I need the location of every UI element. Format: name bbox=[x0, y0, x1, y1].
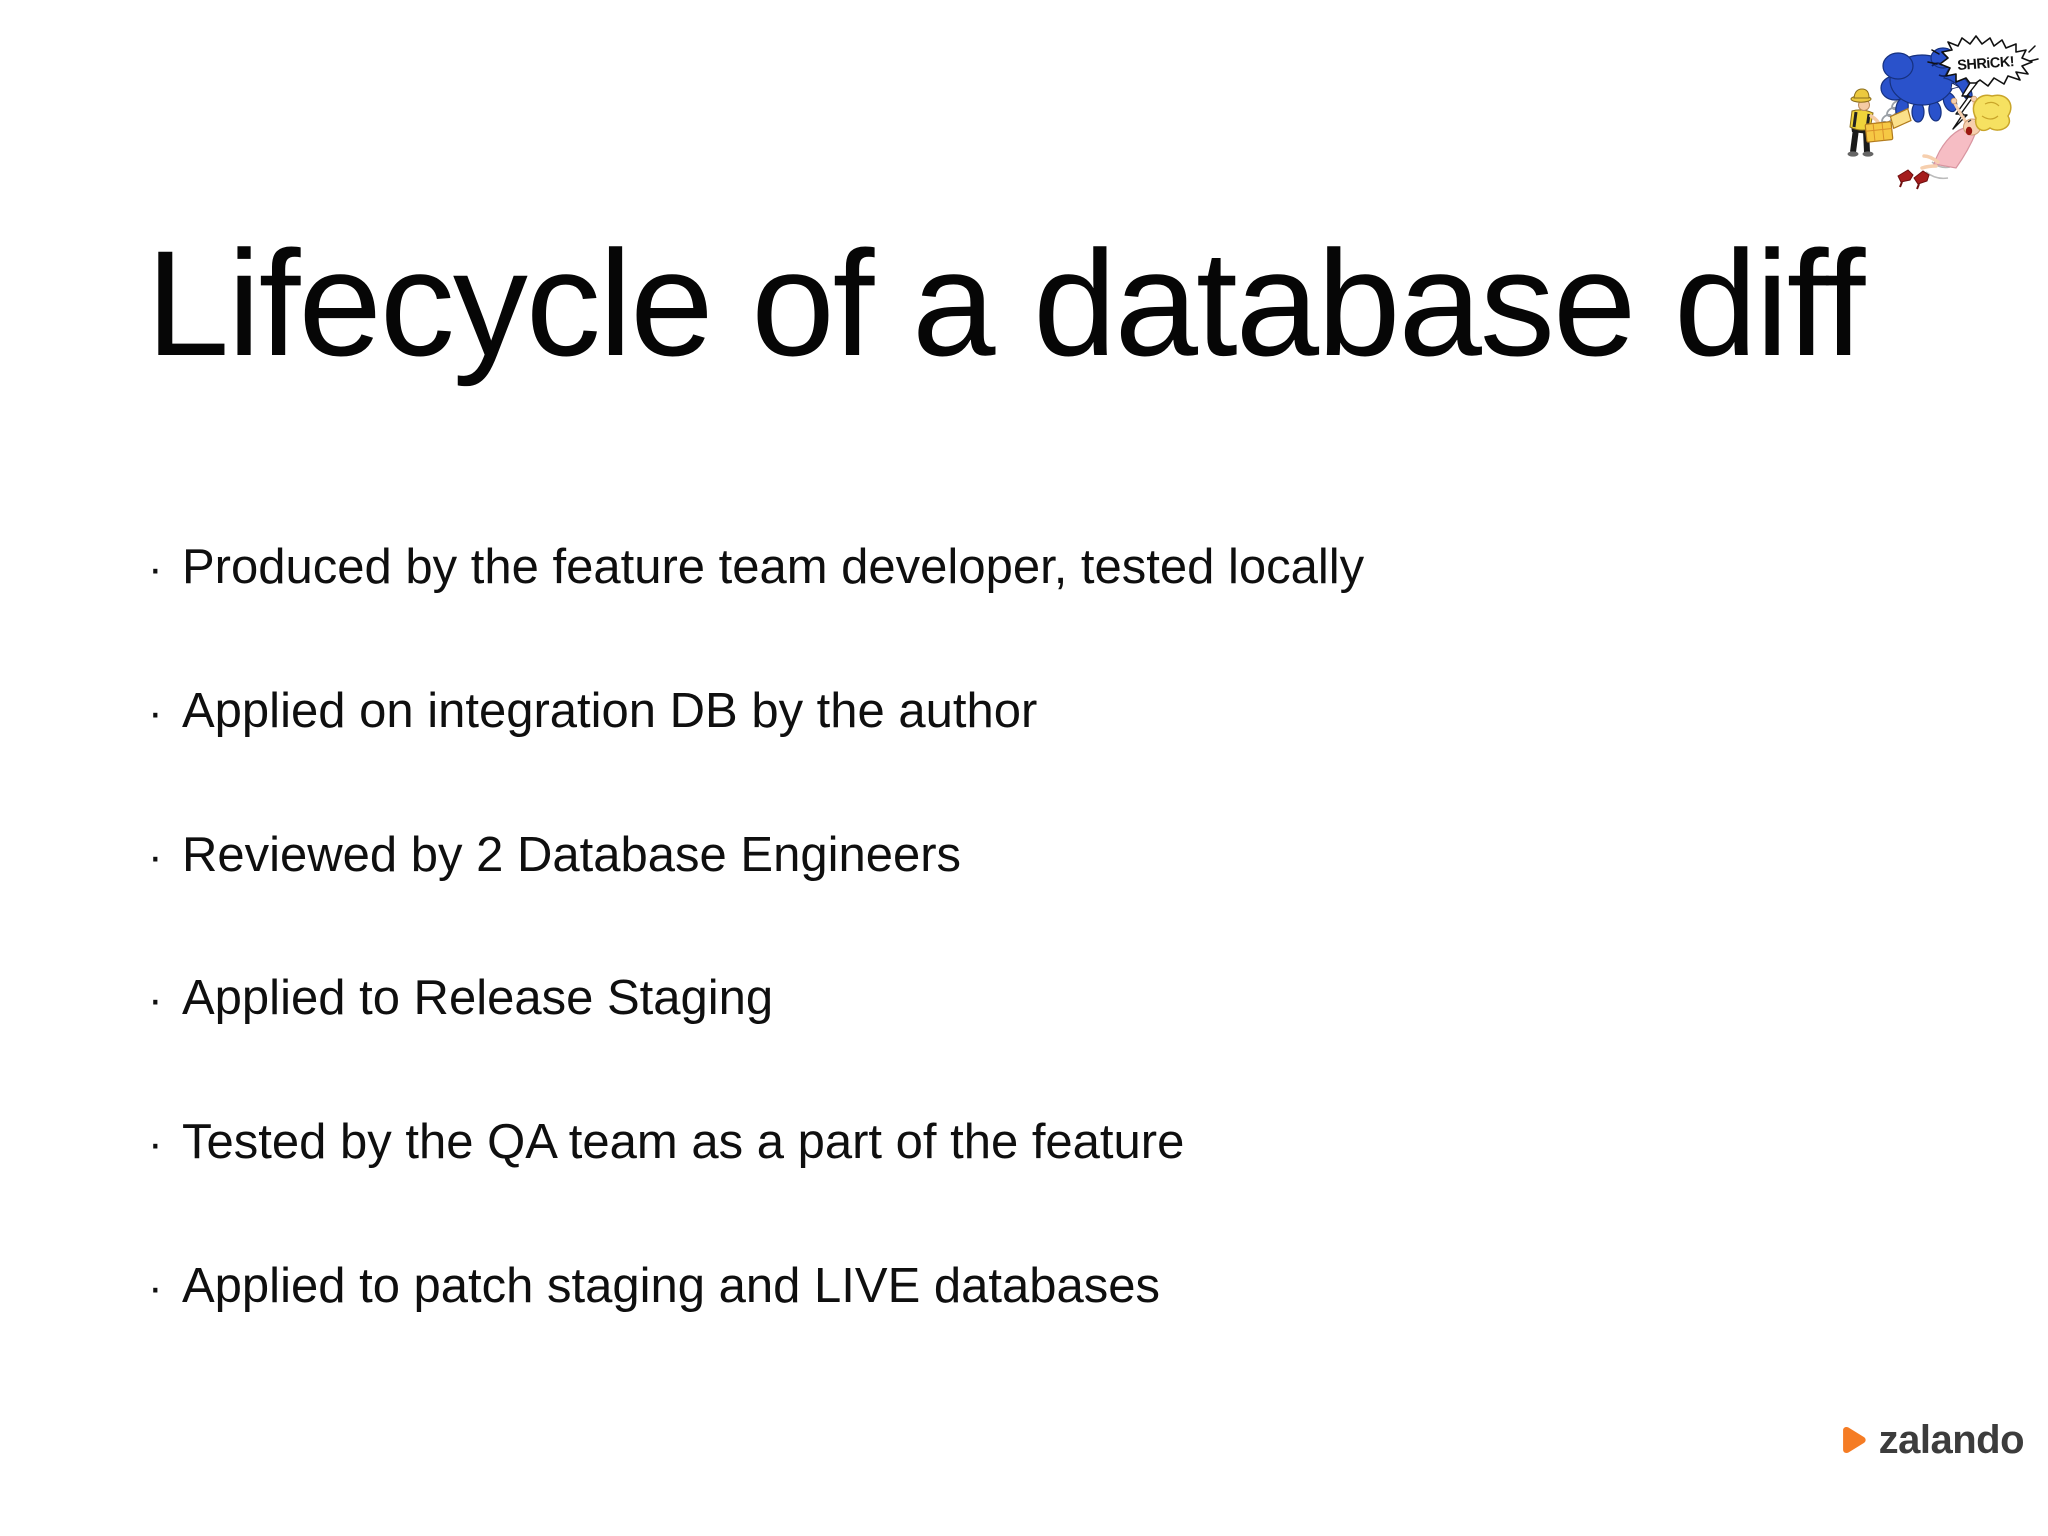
bullet-text: Applied on integration DB by the author bbox=[182, 683, 1038, 738]
bullet-text: Applied to Release Staging bbox=[182, 971, 774, 1026]
bullet-dot: · bbox=[148, 1262, 163, 1312]
bullet-item: · Produced by the feature team developer… bbox=[148, 538, 1364, 597]
bullet-dot: · bbox=[148, 1119, 163, 1169]
zalando-arrow-icon bbox=[1842, 1427, 1866, 1453]
speech-bubble: SHRiCK! bbox=[1927, 35, 2039, 130]
bullet-item: · Tested by the QA team as a part of the… bbox=[148, 1113, 1364, 1172]
bullet-dot: · bbox=[148, 975, 163, 1025]
bullet-dot: · bbox=[148, 544, 163, 593]
zalando-logo: zalando bbox=[1836, 1418, 2025, 1462]
bullet-item: · Reviewed by 2 Database Engineers bbox=[148, 826, 1364, 885]
bullet-item: · Applied to Release Staging bbox=[148, 969, 1364, 1028]
bullet-text: Tested by the QA team as a part of the f… bbox=[182, 1115, 1185, 1170]
red-shoes bbox=[1897, 169, 1930, 190]
bullet-list: · Produced by the feature team developer… bbox=[148, 538, 1364, 1401]
speech-bubble-text: SHRiCK! bbox=[1957, 54, 2015, 74]
bullet-text: Applied to patch staging and LIVE databa… bbox=[182, 1258, 1160, 1313]
bullet-dot: · bbox=[148, 687, 163, 737]
slide-title: Lifecycle of a database diff bbox=[146, 219, 1865, 387]
man-hat-crown bbox=[1853, 88, 1870, 99]
woman-dress bbox=[1933, 127, 1977, 169]
bullet-item: · Applied on integration DB by the autho… bbox=[148, 682, 1364, 741]
bullet-text: Produced by the feature team developer, … bbox=[182, 540, 1365, 594]
comic-illustration: SHRiCK! bbox=[1847, 35, 2039, 190]
emphasis-dashes bbox=[1927, 45, 2039, 65]
woman-figure bbox=[1920, 94, 2012, 180]
bullet-dot: · bbox=[148, 831, 163, 881]
speech-bubble-tail bbox=[1952, 82, 1978, 130]
bullet-item: · Applied to patch staging and LIVE data… bbox=[148, 1257, 1364, 1316]
elephant-tusk bbox=[1950, 82, 1961, 90]
bullet-text: Reviewed by 2 Database Engineers bbox=[182, 827, 962, 882]
woman-hair bbox=[1972, 94, 2012, 132]
woman-mouth bbox=[1965, 126, 1973, 136]
zalando-wordmark: zalando bbox=[1878, 1418, 2025, 1462]
jack-in-the-box bbox=[1864, 107, 1912, 143]
